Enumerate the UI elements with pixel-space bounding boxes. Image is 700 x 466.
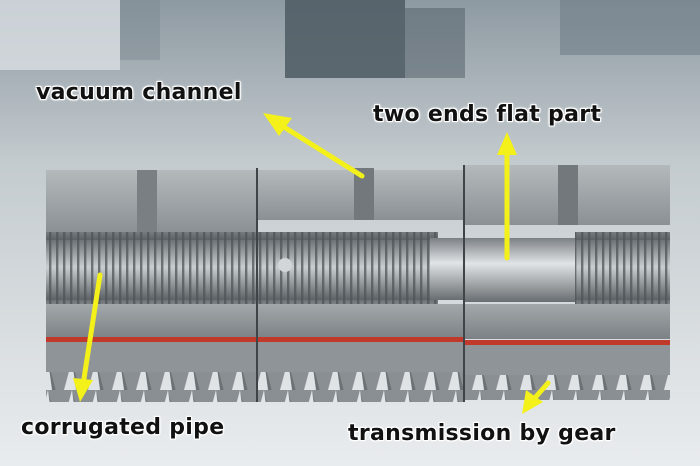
arrow-icon — [522, 380, 551, 414]
mold-block-middle — [258, 168, 465, 402]
mold-block-right — [465, 165, 670, 400]
arrow-icon — [497, 132, 517, 261]
vacuum-channel-label: vacuum channel — [36, 80, 242, 105]
corrugated-pipe-label: corrugated pipe — [21, 415, 225, 440]
transmission-by-gear-label: transmission by gear — [348, 421, 616, 446]
mold-block-left — [46, 170, 256, 402]
two-ends-flat-part-label: two ends flat part — [373, 102, 602, 127]
arrow-icon — [263, 113, 365, 179]
arrow-icon — [73, 272, 103, 402]
